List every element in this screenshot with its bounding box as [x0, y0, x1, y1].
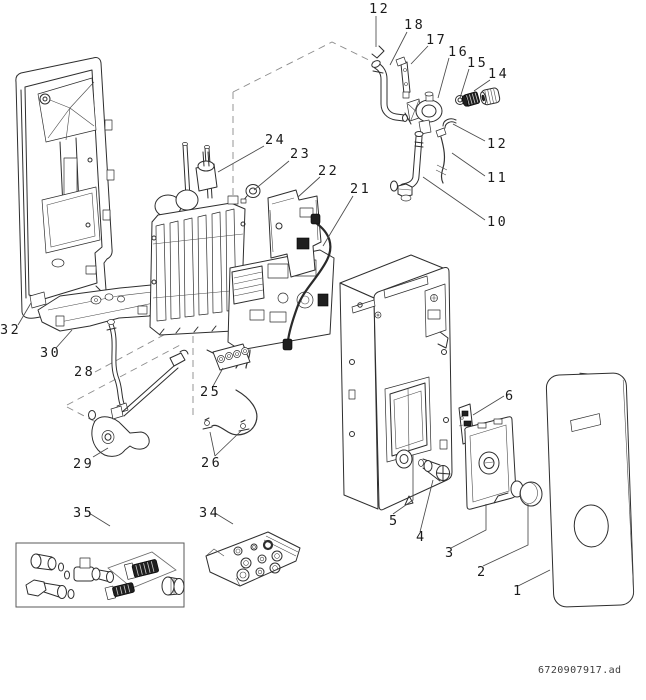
- callout-10: 10: [487, 214, 508, 230]
- callout-labels: 12 18 17 16 15 14 12 11 10 24 23 22 21 3…: [0, 1, 524, 599]
- callout-3: 3: [445, 545, 456, 561]
- part-ground-wire-26: [202, 389, 258, 436]
- callout-25: 25: [200, 384, 221, 400]
- part-oring-bag-34: [205, 531, 301, 587]
- callout-35: 35: [73, 505, 94, 521]
- part-connection-kit-35: [15, 542, 185, 608]
- part-terminal-block-25: [206, 343, 251, 371]
- callout-6: 6: [505, 388, 516, 404]
- callout-14: 14: [488, 66, 509, 82]
- reference-code: 6720907917.ad: [538, 665, 621, 676]
- part-bracket-22: [267, 189, 322, 278]
- callout-18: 18: [404, 17, 425, 33]
- callout-2: 2: [477, 564, 488, 580]
- part-knob-2: [510, 480, 543, 507]
- callout-4: 4: [416, 529, 427, 545]
- callout-30: 30: [40, 345, 61, 361]
- part-fittings-14: [461, 87, 501, 107]
- callout-15: 15: [467, 55, 488, 71]
- part-clip-12-top: [371, 45, 385, 59]
- callout-29: 29: [73, 456, 94, 472]
- part-sensor-wire-11: [435, 127, 448, 184]
- callout-26: 26: [201, 455, 222, 471]
- callout-16: 16: [448, 44, 469, 60]
- part-valve-16: [404, 91, 443, 135]
- part-outlet-pipe-18: [371, 60, 408, 122]
- part-drain-plug-4: [418, 458, 451, 482]
- callout-17: 17: [426, 32, 447, 48]
- part-hose-28: [106, 319, 129, 414]
- part-clip-12-side: [442, 118, 457, 129]
- part-inlet-pipe-10: [390, 131, 424, 202]
- callout-12-top: 12: [369, 1, 390, 17]
- callout-34: 34: [199, 505, 220, 521]
- callout-24: 24: [265, 132, 286, 148]
- leader-lines: [17, 16, 551, 587]
- callout-28: 28: [74, 364, 95, 380]
- callout-5: 5: [389, 513, 400, 529]
- callout-21: 21: [350, 181, 371, 197]
- callout-11: 11: [487, 170, 508, 186]
- callout-1: 1: [513, 583, 524, 599]
- callout-12-side: 12: [487, 136, 508, 152]
- callout-22: 22: [318, 163, 339, 179]
- part-drain-elbow-29: [88, 405, 150, 457]
- part-heat-exchanger-24: [149, 142, 246, 336]
- callout-32: 32: [0, 322, 21, 338]
- part-cable-21: [282, 213, 332, 351]
- callout-23: 23: [290, 146, 311, 162]
- part-bracket-17: [395, 56, 411, 99]
- part-rod-clamp: [120, 349, 189, 417]
- part-front-cover-1: [545, 372, 635, 608]
- part-rear-frame-32: [15, 57, 115, 319]
- part-housing-back-5: [339, 254, 453, 511]
- part-display-panel-3: [464, 416, 517, 510]
